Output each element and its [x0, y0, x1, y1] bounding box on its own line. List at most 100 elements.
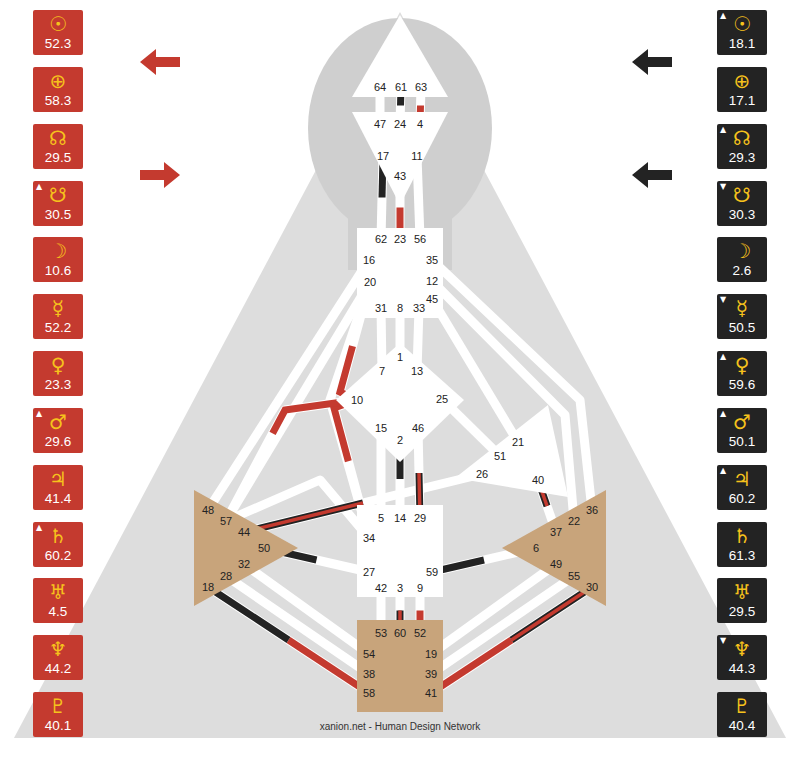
center-shape: 646163: [352, 15, 448, 97]
gate-number: 55: [568, 571, 580, 582]
planet-box: ☽10.6: [33, 237, 83, 282]
gate-number: 25: [436, 394, 448, 405]
gate-line-number: 30.5: [33, 207, 83, 223]
activation-line: [431, 587, 592, 693]
planet-box: ♃41.4: [33, 465, 83, 510]
gate-number: 32: [238, 559, 250, 570]
center-shape: 47244174311: [352, 112, 448, 205]
planet-symbol: ☽: [717, 240, 767, 262]
direction-marker: ▲: [720, 467, 726, 475]
direction-marker: ▲: [36, 183, 42, 191]
center-shape: 48574450322818: [194, 490, 298, 606]
gate-line-number: 17.1: [717, 93, 767, 109]
direction-marker: ▲: [720, 353, 726, 361]
activation-line: [431, 587, 592, 693]
gate-number: 61: [395, 82, 407, 93]
planet-symbol: ☽: [33, 240, 83, 262]
gate-line-number: 29.5: [33, 150, 83, 166]
planet-box: ▼☋30.3: [717, 181, 767, 226]
channel-line: [432, 299, 518, 442]
activation-group: [208, 87, 592, 693]
gate-line-number: 2.6: [717, 263, 767, 279]
gate-number: 59: [426, 567, 438, 578]
gate-number: 43: [394, 171, 406, 182]
gate-line-number: 29.3: [717, 150, 767, 166]
gate-line-number: 40.1: [33, 718, 83, 734]
direction-marker: ▲: [36, 410, 42, 418]
center-shape: 536052541938395841: [357, 620, 443, 712]
gate-line-number: 50.5: [717, 320, 767, 336]
planet-box: ▲♂29.6: [33, 408, 83, 453]
planet-symbol: ⊕: [717, 70, 767, 92]
planet-symbol: ♄: [33, 525, 83, 547]
gate-line-number: 41.4: [33, 491, 83, 507]
planet-box: ▼♆44.3: [717, 635, 767, 680]
planet-box: ☉52.3: [33, 10, 83, 55]
background-triangle: [14, 12, 786, 738]
planet-box: ♇40.4: [717, 692, 767, 737]
gate-number: 30: [586, 582, 598, 593]
channel-line: [431, 564, 556, 654]
gate-number: 27: [363, 567, 375, 578]
planet-symbol: ♂: [33, 411, 83, 433]
gate-line-number: 58.3: [33, 93, 83, 109]
gate-number: 35: [426, 255, 438, 266]
gate-number: 36: [586, 505, 598, 516]
planet-symbol: ♅: [717, 581, 767, 603]
planet-symbol: ♀: [33, 354, 83, 376]
gate-number: 26: [476, 469, 488, 480]
gate-number: 20: [364, 277, 376, 288]
gate-line-number: 52.3: [33, 36, 83, 52]
gate-number: 62: [375, 234, 387, 245]
gate-number: 31: [375, 303, 387, 314]
direction-arrow: [632, 162, 672, 188]
gate-number: 45: [426, 294, 438, 305]
gate-number: 8: [397, 303, 403, 314]
planet-symbol: ♆: [33, 638, 83, 660]
gate-number: 44: [238, 527, 250, 538]
direction-arrow: [140, 162, 180, 188]
direction-marker: ▲: [720, 410, 726, 418]
direction-marker: ▼: [720, 183, 726, 191]
center-shape: 514293427594239: [357, 505, 443, 597]
gate-number: 47: [374, 119, 386, 130]
direction-marker: ▲: [720, 12, 726, 20]
gate-number: 37: [550, 527, 562, 538]
center-fill: [455, 405, 568, 497]
gate-number: 9: [417, 583, 423, 594]
gate-number: 49: [550, 559, 562, 570]
planet-box: ⊕58.3: [33, 67, 83, 112]
gate-number: 23: [394, 234, 406, 245]
gate-number: 10: [351, 395, 363, 406]
gate-number: 22: [568, 516, 580, 527]
planet-symbol: ♃: [33, 468, 83, 490]
planet-box: ▲☉18.1: [717, 10, 767, 55]
direction-marker: ▼: [720, 637, 726, 645]
gate-number: 53: [375, 628, 387, 639]
gate-number: 17: [377, 151, 389, 162]
gate-number: 33: [413, 303, 425, 314]
activation-line: [431, 587, 592, 693]
planet-box: ☿52.2: [33, 294, 83, 339]
planet-symbol: ♄: [717, 525, 767, 547]
direction-arrow: [632, 49, 672, 75]
gate-number: 54: [363, 649, 375, 660]
gate-number: 14: [394, 513, 406, 524]
gate-number: 13: [411, 366, 423, 377]
center-fill: [357, 228, 443, 318]
planet-symbol: ♇: [33, 695, 83, 717]
planet-symbol: ☊: [717, 127, 767, 149]
planet-symbol: ☿: [33, 297, 83, 319]
channel-line: [208, 260, 369, 510]
gate-number: 41: [425, 688, 437, 699]
planet-symbol: ☉: [33, 13, 83, 35]
gate-number: 38: [363, 669, 375, 680]
planet-box: ☊29.5: [33, 124, 83, 169]
activation-line: [208, 587, 369, 693]
gate-number: 60: [394, 628, 406, 639]
planet-box: ☽2.6: [717, 237, 767, 282]
gate-line-number: 30.3: [717, 207, 767, 223]
channel-line: [208, 587, 369, 693]
